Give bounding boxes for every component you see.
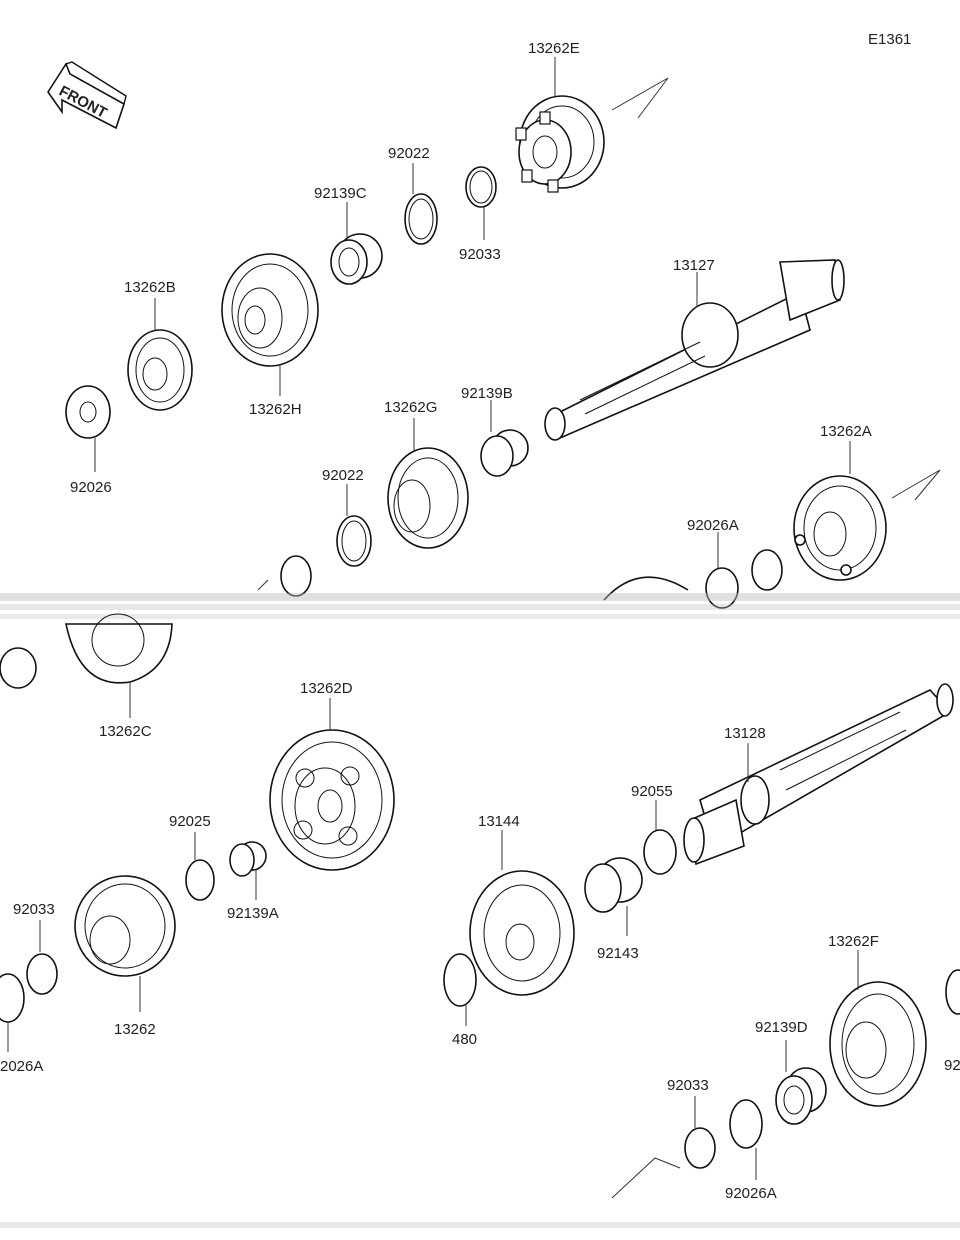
label-13128: 13128: [724, 725, 766, 742]
circlip-92033-lower-right: [684, 1127, 716, 1169]
label-92139A: 92139A: [227, 905, 279, 922]
washer-92026: [65, 385, 111, 439]
washer-92022-upper: [404, 193, 438, 245]
circlip-480: [443, 953, 477, 1007]
label-92055: 92055: [631, 783, 673, 800]
gear-13262H: [221, 253, 319, 367]
bushing-92139A: [229, 841, 267, 877]
label-13262: 13262: [114, 1021, 156, 1038]
label-92143: 92143: [597, 945, 639, 962]
gear-13262: [74, 875, 176, 977]
shaft-13128: [683, 683, 954, 866]
label-92139C: 92139C: [314, 185, 367, 202]
label-13262D: 13262D: [300, 680, 353, 697]
label-92026A-lower: 92026A: [725, 1185, 777, 1202]
label-92033-lower-left: 92033: [13, 901, 55, 918]
front-arrow-icon: FRONT: [47, 61, 127, 130]
label-13262A: 13262A: [820, 423, 872, 440]
circlip-upper-right: [751, 549, 783, 591]
washer-92026A-left: [0, 973, 25, 1023]
gear-13262D: [269, 729, 395, 871]
label-13262H: 13262H: [249, 401, 302, 418]
circlip-upper-left: [280, 555, 312, 597]
gear-13262A: [793, 475, 887, 581]
washer-92022-lower: [336, 515, 372, 567]
circlip-92033-lower-left: [26, 953, 58, 995]
label-480: 480: [452, 1031, 477, 1048]
label-92026A-upper: 92026A: [687, 517, 739, 534]
label-92022-upper: 92022: [388, 145, 430, 162]
collar-92143: [584, 857, 643, 913]
diagram-code: E1361: [868, 31, 911, 48]
gear-partial-upper: [603, 576, 689, 601]
label-13262C: 13262C: [99, 723, 152, 740]
label-13262E: 13262E: [528, 40, 580, 57]
label-13144: 13144: [478, 813, 520, 830]
label-92026: 92026: [70, 479, 112, 496]
label-92033-lower-right: 92033: [667, 1077, 709, 1094]
gear-13262C: [65, 613, 173, 684]
circlip-92033-upper: [465, 166, 497, 208]
label-92139B: 92139B: [461, 385, 513, 402]
gear-13262F: [829, 981, 927, 1107]
label-92-edge: 92: [944, 1057, 960, 1074]
label-92026A-left: 2026A: [0, 1058, 43, 1075]
washer-right-edge: [945, 969, 960, 1015]
label-92022-lower: 92022: [322, 467, 364, 484]
sprocket-13144: [469, 870, 575, 996]
label-92025: 92025: [169, 813, 211, 830]
washer-92025: [185, 859, 215, 901]
scan-noise-bottom: [0, 1222, 960, 1228]
bearing-92139D: [775, 1067, 827, 1125]
gear-13262B: [127, 329, 193, 411]
washer-92026A-upper: [705, 567, 739, 609]
shaft-13127: [544, 259, 845, 441]
gear-13262E: [515, 95, 605, 193]
bushing-92139B: [480, 429, 529, 477]
scan-noise-band: [0, 593, 960, 619]
washer-92026A-lower: [729, 1099, 763, 1149]
label-13262G: 13262G: [384, 399, 437, 416]
label-92139D: 92139D: [755, 1019, 808, 1036]
oring-92055: [643, 829, 677, 875]
bearing-92139C: [330, 233, 383, 285]
label-13262F: 13262F: [828, 933, 879, 950]
label-92033-upper: 92033: [459, 246, 501, 263]
label-13262B: 13262B: [124, 279, 176, 296]
label-13127: 13127: [673, 257, 715, 274]
gear-13262G: [387, 447, 469, 549]
bushing-left-edge: [0, 647, 37, 689]
